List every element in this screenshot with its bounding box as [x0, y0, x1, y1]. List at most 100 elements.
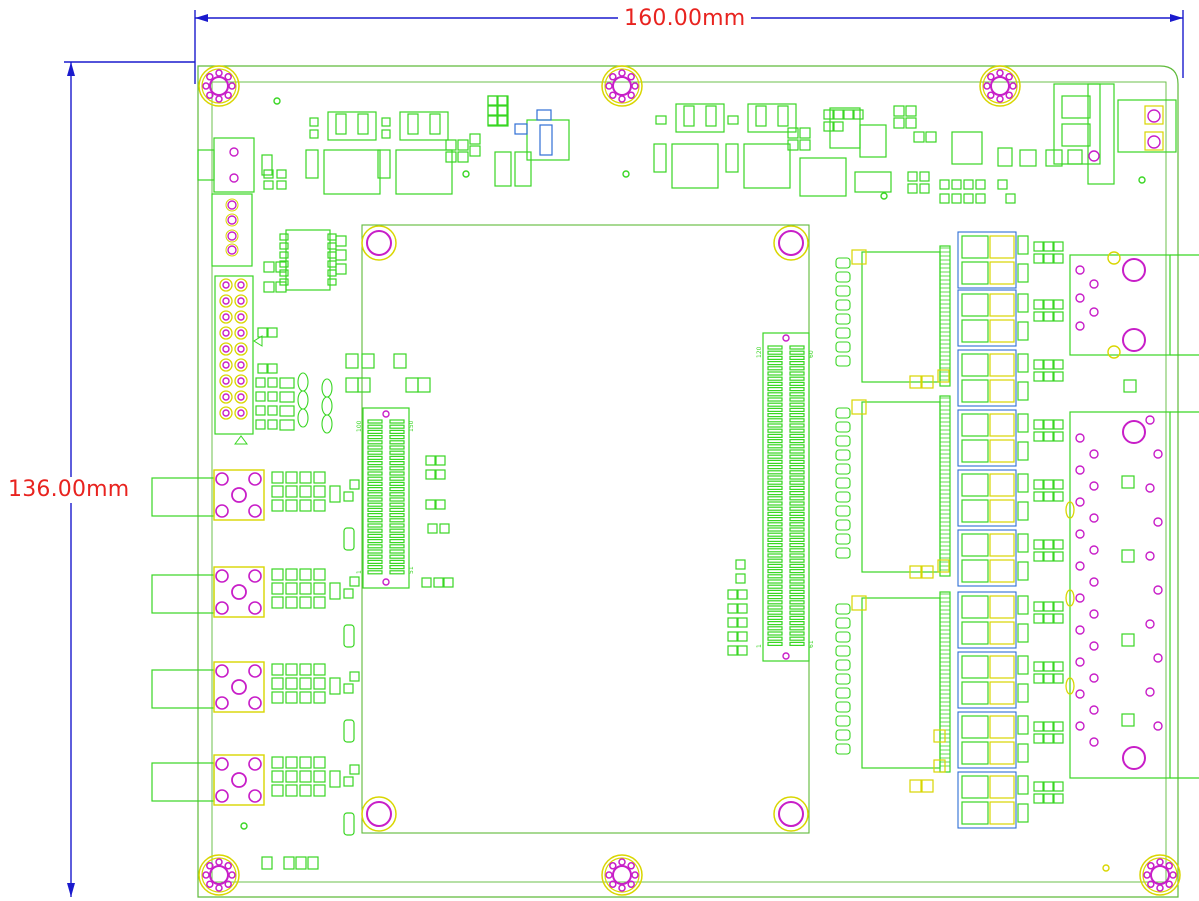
led-pad	[1121, 713, 1135, 727]
pin-ring	[225, 243, 239, 257]
smd-pad	[335, 263, 347, 275]
pin-ring	[234, 278, 248, 292]
contact	[389, 424, 405, 429]
contact	[367, 564, 383, 570]
via	[996, 95, 1004, 103]
smd-pad	[907, 171, 918, 182]
connector-pin-label: 120	[756, 346, 763, 358]
pin-ring	[234, 310, 248, 324]
pin-ring	[234, 358, 248, 372]
contact	[767, 527, 783, 532]
diode	[997, 147, 1013, 167]
big-pad	[961, 261, 989, 285]
contact	[367, 549, 383, 554]
contact	[789, 444, 805, 449]
contact	[789, 392, 805, 397]
diode	[261, 154, 273, 176]
fiducial	[462, 170, 470, 178]
width-dimension-label: 160.00mm	[618, 6, 752, 32]
small-pad	[1053, 613, 1064, 624]
rj45-pin	[1153, 653, 1163, 663]
slot	[1065, 677, 1075, 695]
filter-pad	[285, 663, 298, 676]
via	[618, 95, 626, 103]
contact	[767, 418, 783, 423]
small-pad	[1043, 661, 1054, 672]
transistor	[297, 372, 309, 392]
rf-outline	[151, 669, 215, 709]
via	[1147, 880, 1155, 888]
mounting-hole-drill	[209, 865, 229, 885]
contact	[367, 471, 383, 476]
small-pad	[1033, 661, 1044, 672]
small-pad	[1043, 733, 1054, 744]
module-standoff-drill	[366, 230, 392, 256]
smd-cap	[377, 149, 391, 179]
contact	[789, 620, 805, 626]
big-pad	[989, 379, 1015, 403]
contact	[767, 371, 783, 376]
smd-pad	[905, 105, 917, 117]
smd-pad	[267, 405, 278, 416]
contact	[789, 527, 805, 532]
big-pad	[961, 319, 989, 343]
smd-pad	[417, 377, 431, 393]
smd-pad	[735, 573, 746, 584]
smd-pad	[263, 180, 274, 190]
filter-pad	[285, 691, 298, 704]
via	[627, 73, 635, 81]
smd-pad	[1017, 715, 1029, 735]
pin-ring	[234, 406, 248, 420]
right-side-components	[835, 231, 1199, 872]
resistor	[279, 405, 295, 417]
contact	[767, 496, 783, 501]
smd-pad	[405, 377, 419, 393]
contact	[767, 454, 783, 459]
connector-pin-label: 1	[756, 644, 763, 648]
contact	[767, 548, 783, 553]
small-pad	[1033, 721, 1044, 732]
smd-pad	[997, 179, 1008, 190]
smd-pad	[1017, 263, 1029, 283]
pin-ring	[234, 294, 248, 308]
small-pad	[1043, 539, 1054, 550]
contact	[789, 407, 805, 412]
filter-pad	[271, 568, 284, 581]
smd-pad	[357, 377, 371, 393]
smd-pad	[1017, 413, 1029, 433]
small-pad	[1033, 253, 1044, 264]
rf-ground-pin	[215, 664, 229, 678]
contact	[767, 459, 783, 464]
smd-pad	[799, 139, 811, 151]
pin1-marker	[253, 335, 263, 347]
rj45-pin	[1089, 545, 1099, 555]
pin	[222, 297, 230, 305]
contact	[789, 516, 805, 522]
slot	[1065, 589, 1075, 607]
contact	[767, 579, 783, 584]
contact	[789, 345, 805, 350]
smd-pad	[343, 588, 354, 599]
small-pad	[1033, 491, 1044, 502]
regulator-body	[395, 149, 453, 195]
square-pad	[1144, 131, 1164, 151]
tab-pin	[357, 113, 369, 135]
module-standoff-ring	[361, 225, 397, 261]
smd-pad	[843, 109, 854, 120]
small-pad	[1033, 419, 1044, 430]
via	[631, 871, 639, 879]
resistor	[835, 355, 851, 367]
module-standoff-drill	[778, 801, 804, 827]
smd-pad	[393, 353, 407, 369]
rj45-pin	[1075, 593, 1085, 603]
big-pad	[961, 353, 989, 377]
filter-pad	[271, 677, 284, 690]
contact	[389, 528, 405, 533]
smd-pad	[345, 377, 359, 393]
contact	[789, 465, 805, 470]
via	[1147, 862, 1155, 870]
via	[996, 69, 1004, 77]
small-pad	[1033, 673, 1044, 684]
contact	[389, 570, 405, 575]
big-pad	[961, 775, 989, 799]
